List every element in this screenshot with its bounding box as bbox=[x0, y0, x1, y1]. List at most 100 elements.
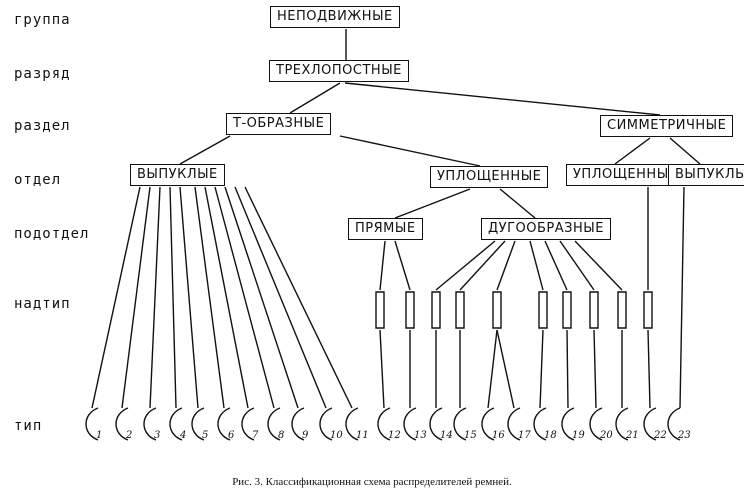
rank-label-gruppa: группа bbox=[14, 12, 71, 28]
connector-arc-nadtip-3 bbox=[496, 240, 516, 291]
type-number-16: 16 bbox=[492, 430, 505, 441]
connector-t-convex bbox=[179, 135, 231, 165]
connector-arc-nadtip-6 bbox=[559, 240, 595, 291]
connector-convex2-type-23 bbox=[679, 186, 685, 409]
connector-flat-arc bbox=[499, 188, 536, 219]
type-number-5: 5 bbox=[202, 430, 209, 441]
node-t-obraznye: т-образные bbox=[226, 113, 332, 135]
supertype-glyph-4 bbox=[455, 291, 465, 329]
connector-flat-straight bbox=[394, 188, 471, 219]
node-uploshchennye-2: уплощенные bbox=[566, 164, 685, 186]
connector-nadtip-type-1 bbox=[379, 329, 385, 409]
connector-sym-flat bbox=[614, 137, 651, 165]
node-dugoobraznye: дугообразные bbox=[481, 218, 611, 240]
connector-convex-type-5 bbox=[179, 186, 199, 409]
supertype-glyph-3 bbox=[431, 291, 441, 329]
type-number-4: 4 bbox=[180, 430, 187, 441]
connector-convex-type-2 bbox=[121, 186, 151, 409]
type-number-1: 1 bbox=[96, 430, 103, 441]
supertype-glyph-2 bbox=[405, 291, 415, 329]
type-number-20: 20 bbox=[600, 430, 613, 441]
rank-label-razryad: разряд bbox=[14, 66, 71, 82]
connector-arc-nadtip-2 bbox=[459, 240, 506, 291]
node-vypuklye: выпуклые bbox=[130, 164, 225, 186]
supertype-glyph-7 bbox=[562, 291, 572, 329]
connector-convex-type-7 bbox=[204, 186, 249, 409]
type-number-8: 8 bbox=[278, 430, 285, 441]
type-glyph-12 bbox=[377, 407, 391, 441]
connector-class-sym bbox=[344, 82, 661, 116]
type-glyph-4 bbox=[169, 407, 183, 441]
node-pryamye: прямые bbox=[348, 218, 423, 240]
type-number-7: 7 bbox=[252, 430, 259, 441]
type-number-18: 18 bbox=[544, 430, 557, 441]
supertype-glyph-9 bbox=[617, 291, 627, 329]
type-glyph-6 bbox=[217, 407, 231, 441]
connector-nadtip-type-7 bbox=[539, 329, 544, 409]
connector-sym-convex bbox=[669, 137, 701, 165]
type-number-12: 12 bbox=[388, 430, 401, 441]
type-number-10: 10 bbox=[330, 430, 343, 441]
supertype-glyph-5 bbox=[492, 291, 502, 329]
type-glyph-20 bbox=[589, 407, 603, 441]
connector-arc-nadtip-5 bbox=[544, 240, 568, 291]
type-number-15: 15 bbox=[464, 430, 477, 441]
type-glyph-21 bbox=[615, 407, 629, 441]
type-number-3: 3 bbox=[154, 430, 161, 441]
type-glyph-23 bbox=[667, 407, 681, 441]
connector-arc-nadtip-1 bbox=[435, 240, 496, 291]
type-glyph-10 bbox=[319, 407, 333, 441]
connector-convex-type-10 bbox=[234, 186, 327, 409]
connector-convex-type-11 bbox=[244, 186, 353, 409]
connector-straight-nadtip-1 bbox=[379, 240, 386, 291]
connector-convex-type-1 bbox=[91, 186, 141, 409]
supertype-glyph-8 bbox=[589, 291, 599, 329]
rank-label-razdel: раздел bbox=[14, 118, 71, 134]
rank-label-podotdel: подотдел bbox=[14, 226, 90, 242]
type-number-21: 21 bbox=[626, 430, 639, 441]
connector-convex-type-9 bbox=[224, 186, 299, 409]
type-glyph-19 bbox=[561, 407, 575, 441]
connector-nadtip-type-5 bbox=[487, 329, 498, 409]
supertype-glyph-10 bbox=[643, 291, 653, 329]
figure-caption: Рис. 3. Классификационная схема распреде… bbox=[232, 476, 512, 488]
node-simmetrichnye: симметричные bbox=[600, 115, 734, 137]
type-glyph-8 bbox=[267, 407, 281, 441]
connector-convex-type-8 bbox=[214, 186, 275, 409]
connector-straight-nadtip-2 bbox=[394, 240, 411, 291]
type-glyph-16 bbox=[481, 407, 495, 441]
node-vypuklye-2: выпуклые bbox=[668, 164, 744, 186]
node-uploshchennye: уплощенные bbox=[430, 166, 549, 188]
type-number-6: 6 bbox=[228, 430, 235, 441]
type-number-13: 13 bbox=[414, 430, 427, 441]
node-trekhlopostnye: трехлопостные bbox=[269, 60, 409, 82]
connector-arc-nadtip-7 bbox=[574, 240, 623, 291]
type-glyph-3 bbox=[143, 407, 157, 441]
type-glyph-9 bbox=[291, 407, 305, 441]
type-glyph-5 bbox=[191, 407, 205, 441]
type-number-22: 22 bbox=[654, 430, 667, 441]
connector-t-flat bbox=[339, 135, 481, 167]
type-glyph-22 bbox=[643, 407, 657, 441]
connector-nadtip-type-6 bbox=[496, 329, 515, 409]
type-number-23: 23 bbox=[678, 430, 691, 441]
connector-class-t bbox=[289, 82, 341, 114]
connector-nadtip-type-8 bbox=[566, 329, 569, 409]
rank-label-nadtip: надтип bbox=[14, 296, 71, 312]
rank-label-otdel: отдел bbox=[14, 172, 62, 188]
connector-convex-type-4 bbox=[169, 186, 177, 409]
connector-nadtip-type-11 bbox=[647, 329, 651, 409]
type-glyph-2 bbox=[115, 407, 129, 441]
type-glyph-14 bbox=[429, 407, 443, 441]
type-number-11: 11 bbox=[356, 430, 369, 441]
type-glyph-1 bbox=[85, 407, 99, 441]
supertype-glyph-1 bbox=[375, 291, 385, 329]
connector-nadtip-type-9 bbox=[593, 329, 597, 409]
type-glyph-15 bbox=[453, 407, 467, 441]
connector-convex-type-6 bbox=[194, 186, 225, 409]
type-number-14: 14 bbox=[440, 430, 453, 441]
type-number-17: 17 bbox=[518, 430, 531, 441]
type-glyph-7 bbox=[241, 407, 255, 441]
type-glyph-11 bbox=[345, 407, 359, 441]
